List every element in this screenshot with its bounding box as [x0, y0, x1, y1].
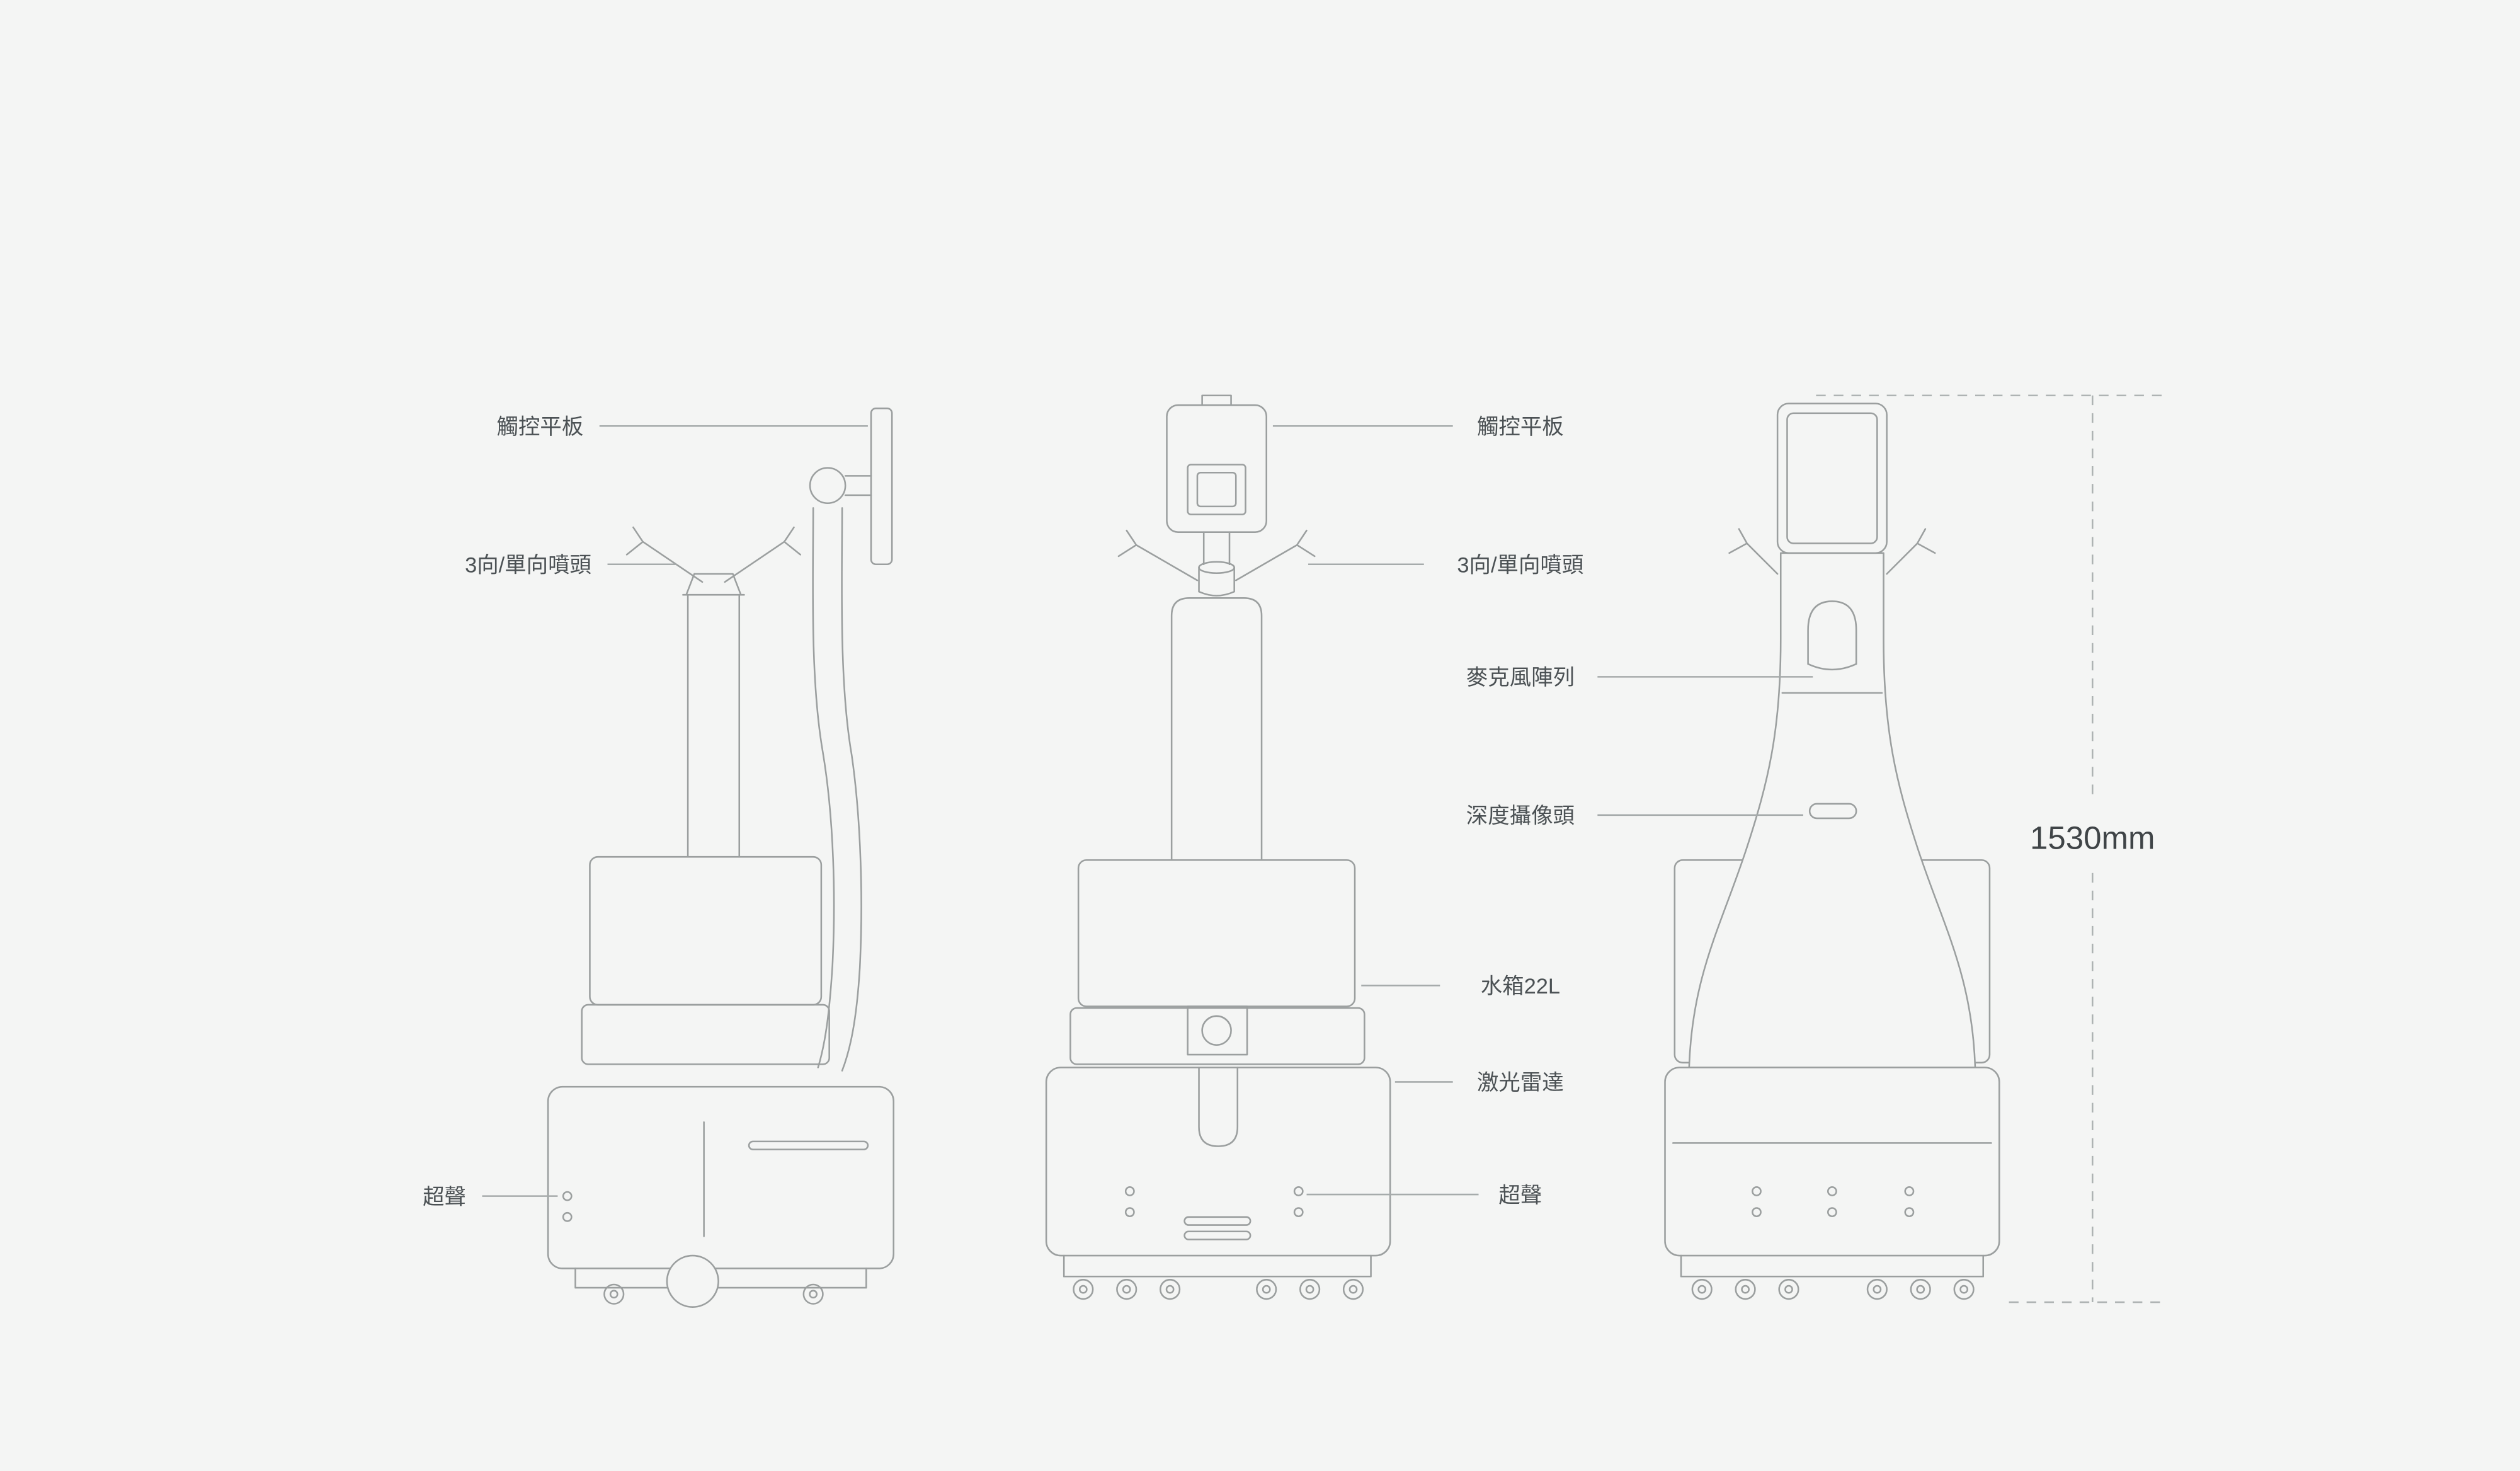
base-body: [1664, 1067, 2000, 1257]
callout-microphone-array: 麥克風陣列: [1466, 666, 1813, 690]
touch-panel-front: [1166, 404, 1267, 533]
tablet-bracket: [844, 475, 872, 496]
water-tank-lower: [581, 1004, 830, 1065]
handle-arch: [1807, 600, 1857, 671]
robot-back-view: [1664, 403, 2000, 1300]
nozzle-cap: [685, 573, 742, 596]
water-tank-upper: [1077, 859, 1356, 1007]
ultrasonic-sensor-dot: [1904, 1207, 1915, 1218]
nozzle-hub-top: [1198, 561, 1235, 575]
tablet-mount-inner: [1196, 471, 1237, 508]
ultrasonic-sensor-dot: [1752, 1186, 1762, 1196]
caster-wheel: [603, 1283, 625, 1305]
nozzle-column: [682, 593, 745, 858]
tank-port: [1201, 1015, 1232, 1046]
dimension-annotation: 1530mm: [1816, 394, 2167, 1303]
touch-panel-back-inner: [1786, 412, 1878, 544]
callouts-center: 觸控平板 3向/單向噴頭 麥克風陣列 深度攝像頭 水箱22L 激光雷達 超聲: [1272, 415, 1813, 1208]
base-grille: [1183, 1230, 1251, 1240]
spray-arm-left: [1728, 528, 1779, 575]
caster-wheels: [1691, 1279, 1975, 1300]
callout-water-tank: 水箱22L: [1361, 975, 1560, 999]
base-slot: [748, 1140, 869, 1150]
tablet-mount-outer: [1187, 464, 1246, 515]
nozzle-hub-body: [1198, 566, 1235, 597]
rear-tower: [1688, 552, 1976, 1068]
tank-port-box: [1187, 1005, 1248, 1056]
callouts-left: 觸控平板 3向/單向噴頭 超聲: [423, 415, 868, 1209]
robot-side-view: [547, 407, 894, 1308]
caster-wheel: [802, 1283, 824, 1305]
ultrasonic-sensor-dot: [562, 1211, 573, 1222]
callout-ultrasonic: 超聲: [423, 1185, 558, 1209]
spray-arm-right: [1234, 529, 1316, 581]
callout-label-touch-panel: 觸控平板: [1477, 415, 1564, 439]
callout-label-ultrasonic: 超聲: [423, 1185, 466, 1209]
ultrasonic-sensor-dot: [562, 1191, 573, 1201]
ultrasonic-sensor-dot: [1827, 1186, 1837, 1196]
drive-wheel: [666, 1254, 719, 1308]
callout-label-ultrasonic: 超聲: [1498, 1184, 1542, 1208]
side-support-tube-2: [841, 507, 862, 1072]
callout-label-spray-nozzle: 3向/單向噴頭: [465, 553, 591, 577]
callout-label-water-tank: 水箱22L: [1481, 975, 1560, 999]
tablet-top-notch: [1201, 394, 1232, 406]
tablet-neck: [1202, 531, 1231, 565]
side-support-tube: [812, 507, 835, 1068]
base-body: [1045, 1067, 1391, 1257]
callout-touch-panel: 觸控平板: [497, 415, 868, 439]
ultrasonic-sensor-dot: [1293, 1186, 1304, 1196]
touch-panel-side: [870, 407, 893, 565]
caster-wheel: [609, 1290, 619, 1299]
callout-label-touch-panel: 觸控平板: [497, 415, 584, 439]
tablet-joint: [809, 467, 847, 505]
dimension-height-label: 1530mm: [2030, 820, 2155, 856]
depth-camera-slot: [1808, 803, 1857, 820]
water-tank-lower: [1069, 1007, 1365, 1065]
callout-label-spray-nozzle: 3向/單向噴頭: [1457, 553, 1583, 577]
ultrasonic-sensor-dot: [1124, 1186, 1135, 1196]
ultrasonic-sensor-dot: [1827, 1207, 1837, 1218]
caster-wheel: [809, 1290, 818, 1299]
touch-panel-back: [1776, 403, 1888, 554]
dimension-label-backing: [2021, 800, 2164, 869]
water-tank-upper: [589, 856, 823, 1006]
base-skirt: [1063, 1254, 1372, 1278]
callout-spray-nozzle: 3向/單向噴頭: [465, 553, 677, 577]
callout-touch-panel: 觸控平板: [1272, 415, 1564, 439]
lidar-notch: [1198, 1067, 1239, 1147]
ultrasonic-sensor-dot: [1752, 1207, 1762, 1218]
spray-arm-right: [724, 526, 802, 583]
callout-lidar: 激光雷達: [1394, 1071, 1564, 1095]
base-skirt: [574, 1268, 867, 1289]
callout-spray-nozzle: 3向/單向噴頭: [1308, 553, 1583, 577]
base-grille: [1183, 1216, 1251, 1226]
ultrasonic-sensor-dot: [1293, 1207, 1304, 1218]
base-body: [547, 1085, 894, 1269]
spray-arm-right: [1886, 528, 1936, 575]
callout-label-microphone-array: 麥克風陣列: [1466, 666, 1575, 690]
caster-wheels: [1073, 1279, 1364, 1300]
nozzle-column: [1170, 597, 1263, 861]
callout-ultrasonic: 超聲: [1306, 1184, 1542, 1208]
ultrasonic-sensor-dot: [1124, 1207, 1135, 1218]
callout-depth-camera: 深度攝像頭: [1466, 804, 1803, 828]
robot-front-view: [1045, 394, 1391, 1300]
callout-label-depth-camera: 深度攝像頭: [1466, 804, 1575, 828]
spray-arm-left: [1117, 529, 1199, 581]
spray-arm-left: [625, 526, 704, 583]
callout-label-lidar: 激光雷達: [1477, 1071, 1564, 1095]
ultrasonic-sensor-dot: [1904, 1186, 1915, 1196]
base-skirt: [1680, 1254, 1985, 1278]
